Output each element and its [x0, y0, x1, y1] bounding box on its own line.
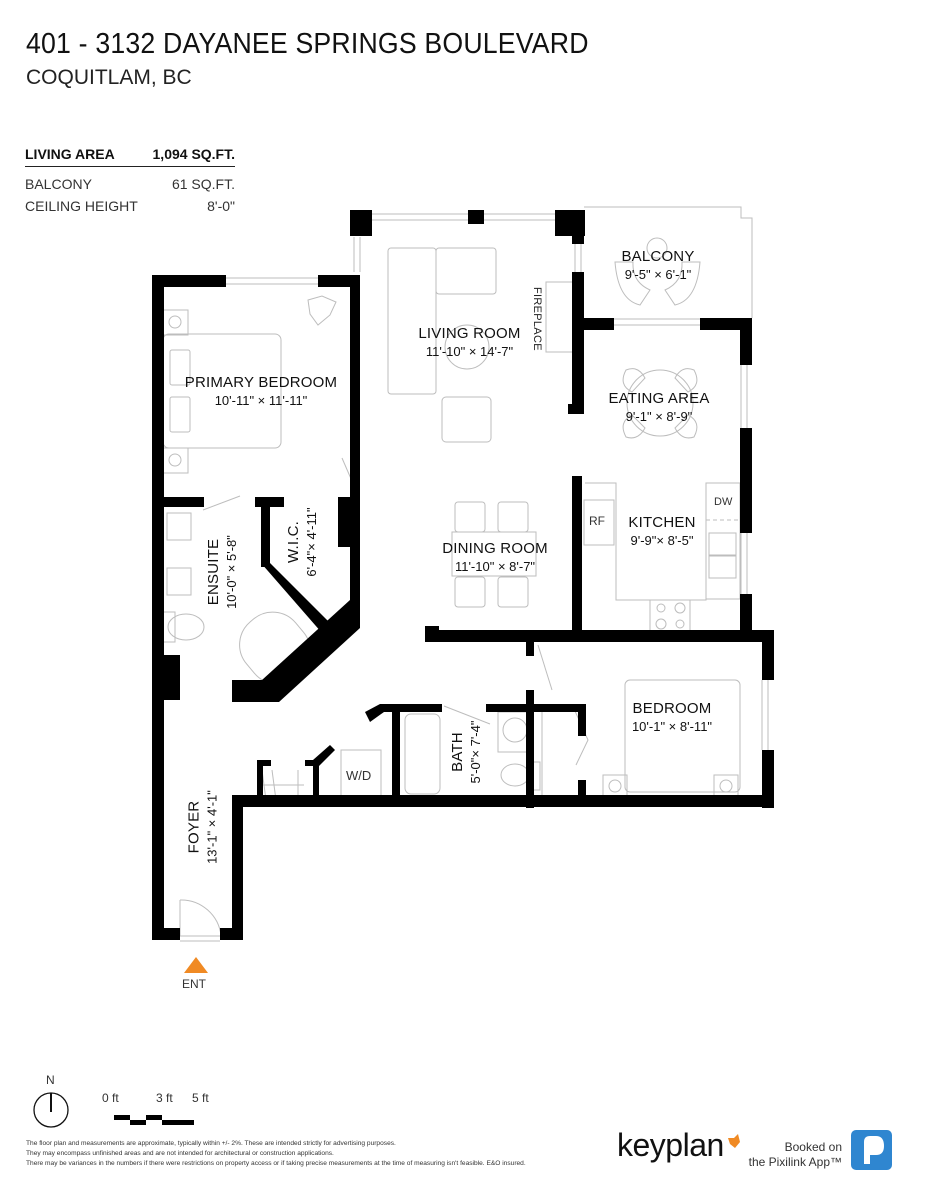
room-name: BEDROOM — [632, 700, 712, 717]
room-name: DINING ROOM — [442, 540, 548, 557]
stat-label: BALCONY — [25, 176, 92, 192]
stat-ceiling-height: CEILING HEIGHT 8'-0" — [25, 195, 235, 217]
pixilink-booked-text: Booked on the Pixilink App™ — [745, 1140, 842, 1170]
room-name: PRIMARY BEDROOM — [184, 374, 338, 391]
stat-living-area: LIVING AREA 1,094 SQ.FT. — [25, 142, 235, 167]
room-dimensions: 9'-1" × 8'-9" — [625, 409, 693, 424]
scale-label-0: 0 ft — [102, 1091, 119, 1105]
disclaimer-line: They may encompass unfinished areas and … — [26, 1150, 334, 1157]
stat-value: 1,094 SQ.FT. — [152, 146, 235, 162]
booked-line-2: the Pixilink App™ — [748, 1155, 842, 1169]
room-label-foyer: FOYER 13'-1" × 4'-1" — [186, 770, 220, 885]
north-label: N — [46, 1073, 55, 1087]
stat-label: CEILING HEIGHT — [25, 198, 138, 214]
booked-line-1: Booked on — [784, 1140, 842, 1154]
stat-value: 8'-0" — [207, 198, 235, 214]
room-label-wic: W.I.C. 6'-4"× 4'-11" — [285, 487, 319, 597]
room-name: BATH — [449, 732, 466, 772]
disclaimer-line: There may be variances in the numbers if… — [26, 1160, 526, 1167]
stat-balcony: BALCONY 61 SQ.FT. — [25, 173, 235, 195]
scale-label-5: 5 ft — [192, 1091, 209, 1105]
area-stats-table: LIVING AREA 1,094 SQ.FT. BALCONY 61 SQ.F… — [25, 142, 235, 217]
keyplan-logo: keyplan — [617, 1127, 724, 1163]
room-label-eating-area: EATING AREA 9'-1" × 8'-9" — [594, 390, 724, 424]
room-label-dining-room: DINING ROOM 11'-10" × 8'-7" — [430, 540, 560, 574]
stat-label: LIVING AREA — [25, 146, 115, 162]
stat-value: 61 SQ.FT. — [171, 176, 235, 192]
room-label-bath: BATH 5'-0"× 7'-4" — [449, 707, 483, 797]
room-label-living-room: LIVING ROOM 11'-10" × 14'-7" — [402, 325, 537, 359]
washer-dryer-label: W/D — [346, 768, 372, 783]
scale-label-3: 3 ft — [156, 1091, 173, 1105]
room-dimensions: 10'-11" × 11'-11" — [214, 393, 308, 408]
room-label-balcony: BALCONY 9'-5" × 6'-1" — [608, 248, 708, 282]
fireplace-label: FIREPLACE — [531, 287, 543, 351]
property-city: COQUITLAM, BC — [26, 66, 192, 89]
room-name: FOYER — [185, 800, 203, 854]
pixilink-app-icon[interactable] — [851, 1130, 892, 1170]
refrigerator-label: RF — [589, 514, 605, 528]
room-dimensions: 6'-4"× 4'-11" — [304, 507, 319, 577]
room-label-ensuite: ENSUITE 10'-0" × 5'-8" — [205, 512, 239, 632]
room-label-primary-bedroom: PRIMARY BEDROOM 10'-11" × 11'-11" — [172, 374, 350, 408]
disclaimer-line: The floor plan and measurements are appr… — [26, 1140, 396, 1147]
room-name: KITCHEN — [628, 514, 696, 531]
dishwasher-label: DW — [714, 496, 733, 508]
room-dimensions: 13'-1" × 4'-1" — [204, 790, 220, 864]
room-name: LIVING ROOM — [418, 325, 521, 342]
entrance-label: ENT — [182, 977, 206, 991]
room-dimensions: 9'-5" × 6'-1" — [624, 267, 692, 282]
room-dimensions: 11'-10" × 14'-7" — [425, 344, 514, 359]
room-name: ENSUITE — [205, 538, 222, 606]
room-name: W.I.C. — [285, 520, 302, 564]
disclaimer: The floor plan and measurements are appr… — [26, 1139, 586, 1169]
room-label-kitchen: KITCHEN 9'-9"× 8'-5" — [618, 514, 706, 548]
room-dimensions: 10'-1" × 8'-11" — [631, 719, 713, 734]
entrance-arrow-icon — [184, 957, 208, 973]
room-dimensions: 11'-10" × 8'-7" — [454, 559, 536, 574]
room-label-bedroom: BEDROOM 10'-1" × 8'-11" — [612, 700, 732, 734]
room-dimensions: 5'-0"× 7'-4" — [468, 720, 483, 784]
room-name: BALCONY — [621, 248, 695, 265]
room-dimensions: 10'-0" × 5'-8" — [224, 535, 239, 609]
property-address-title: 401 - 3132 DAYANEE SPRINGS BOULEVARD — [26, 28, 589, 60]
room-name: EATING AREA — [608, 390, 710, 407]
room-dimensions: 9'-9"× 8'-5" — [630, 533, 694, 548]
